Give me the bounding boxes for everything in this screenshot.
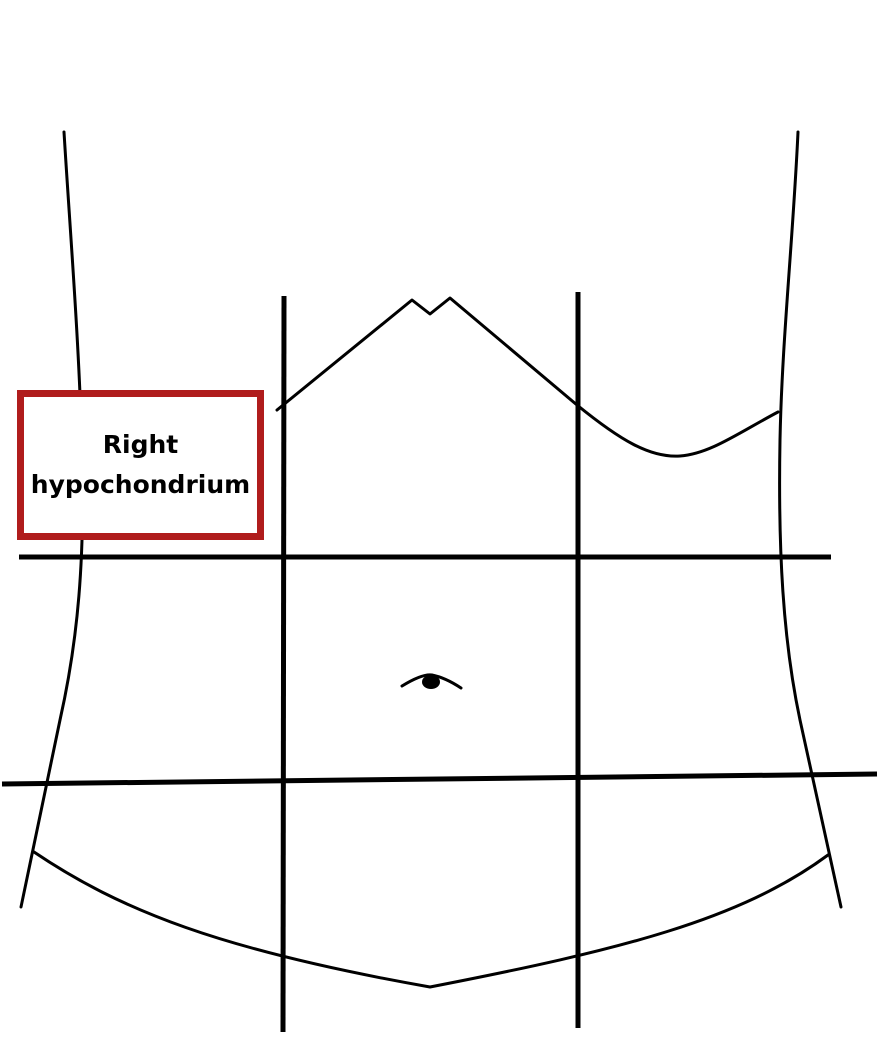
left-flank-outline	[19, 130, 85, 909]
right-hypochondrium-label: Right hypochondrium	[31, 425, 250, 505]
right-flank-outline	[778, 130, 843, 909]
costal-margin-outline	[275, 296, 780, 458]
right-midclavicular-line	[280, 295, 287, 1033]
transtubercular-plane-line	[1, 771, 878, 787]
label-line-1: Right	[102, 430, 179, 459]
label-line-2: hypochondrium	[30, 470, 251, 499]
umbilicus-icon	[400, 673, 463, 690]
pelvic-outline	[32, 850, 830, 989]
right-hypochondrium-highlight: Right hypochondrium	[17, 390, 264, 540]
